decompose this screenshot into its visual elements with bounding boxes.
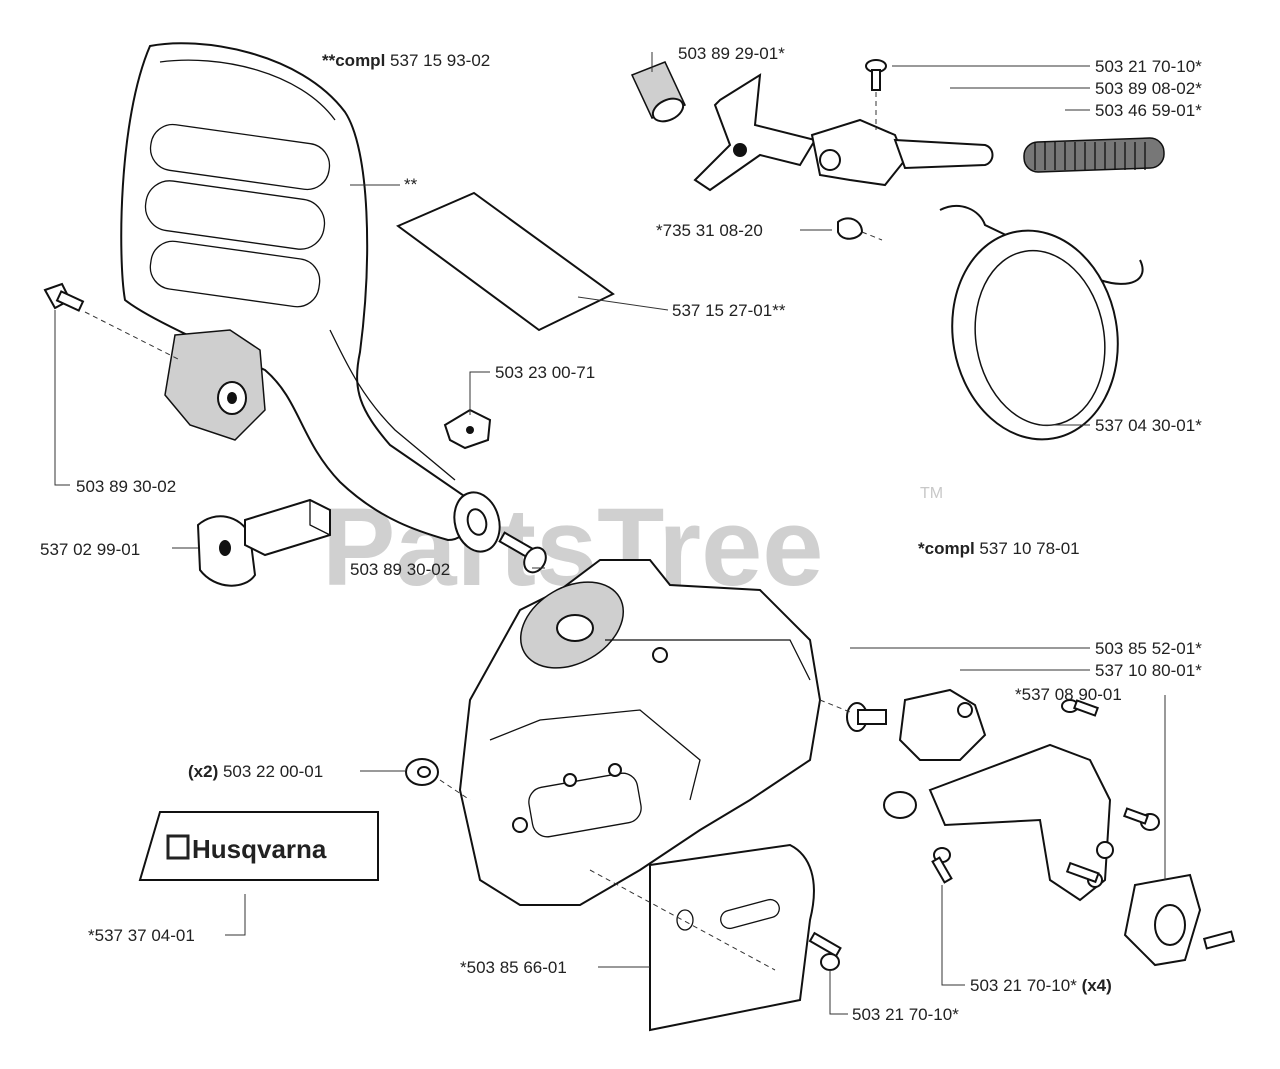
label-screw-bottom: 503 89 30-02	[350, 560, 450, 579]
label-pin: 503 85 52-01*	[1095, 639, 1202, 658]
washer-ring	[453, 491, 501, 553]
label-screw-top: 503 21 70-10*	[1095, 57, 1202, 76]
label-brake-band: 537 04 30-01*	[1095, 416, 1202, 435]
screw-plate	[808, 931, 842, 971]
label-plate: *503 85 66-01	[460, 958, 567, 977]
nut	[405, 758, 471, 801]
clutch-cover	[458, 559, 822, 906]
label-spring: 503 46 59-01*	[1095, 101, 1202, 120]
label-spacer: 537 02 99-01	[40, 540, 140, 559]
bushing	[630, 61, 687, 123]
screw-x4	[931, 847, 953, 884]
screw-tensioner	[1061, 699, 1160, 884]
label-nut: (x2) 503 22 00-01	[188, 762, 323, 781]
tensioner	[1123, 873, 1236, 967]
circlip	[837, 217, 883, 241]
label-washer-clip: 503 23 00-71	[495, 363, 595, 382]
decal-brand-text: Husqvarna	[192, 834, 327, 864]
washer-clip	[443, 408, 492, 450]
label-decal-husq: *537 37 04-01	[88, 926, 195, 945]
pin	[819, 699, 887, 732]
label-chain-catcher: 537 10 80-01*	[1095, 661, 1202, 680]
screw-top	[865, 59, 887, 130]
label-clutch-cover-compl: *compl 537 10 78-01	[918, 539, 1080, 558]
chain-catcher	[883, 688, 1114, 902]
front-hand-guard	[120, 42, 475, 542]
brake-lever	[693, 73, 994, 192]
watermark-tm: TM	[920, 485, 943, 502]
spring	[1023, 137, 1165, 173]
brake-band	[939, 205, 1144, 441]
husqvarna-decal: Husqvarna	[138, 811, 379, 881]
decal-sheet	[396, 191, 615, 332]
screw-bottom	[498, 531, 547, 574]
spacer	[196, 498, 331, 587]
label-bushing: 503 89 29-01*	[678, 44, 785, 63]
label-screw-left: 503 89 30-02	[76, 477, 176, 496]
label-decal-sheet: 537 15 27-01**	[672, 301, 786, 320]
label-front-guard-compl: **compl 537 15 93-02	[322, 51, 490, 70]
label-front-guard: **	[404, 175, 418, 194]
label-screw-plate: 503 21 70-10*	[852, 1005, 959, 1024]
label-tensioner: *537 08 90-01	[1015, 685, 1122, 704]
label-circlip: *735 31 08-20	[656, 221, 763, 240]
plate	[589, 843, 815, 1032]
leader-lines	[54, 52, 1166, 1015]
label-screw-x4: 503 21 70-10* (x4)	[970, 976, 1112, 995]
label-brake-shaft: 503 89 08-02*	[1095, 79, 1202, 98]
screw-left	[43, 282, 181, 361]
